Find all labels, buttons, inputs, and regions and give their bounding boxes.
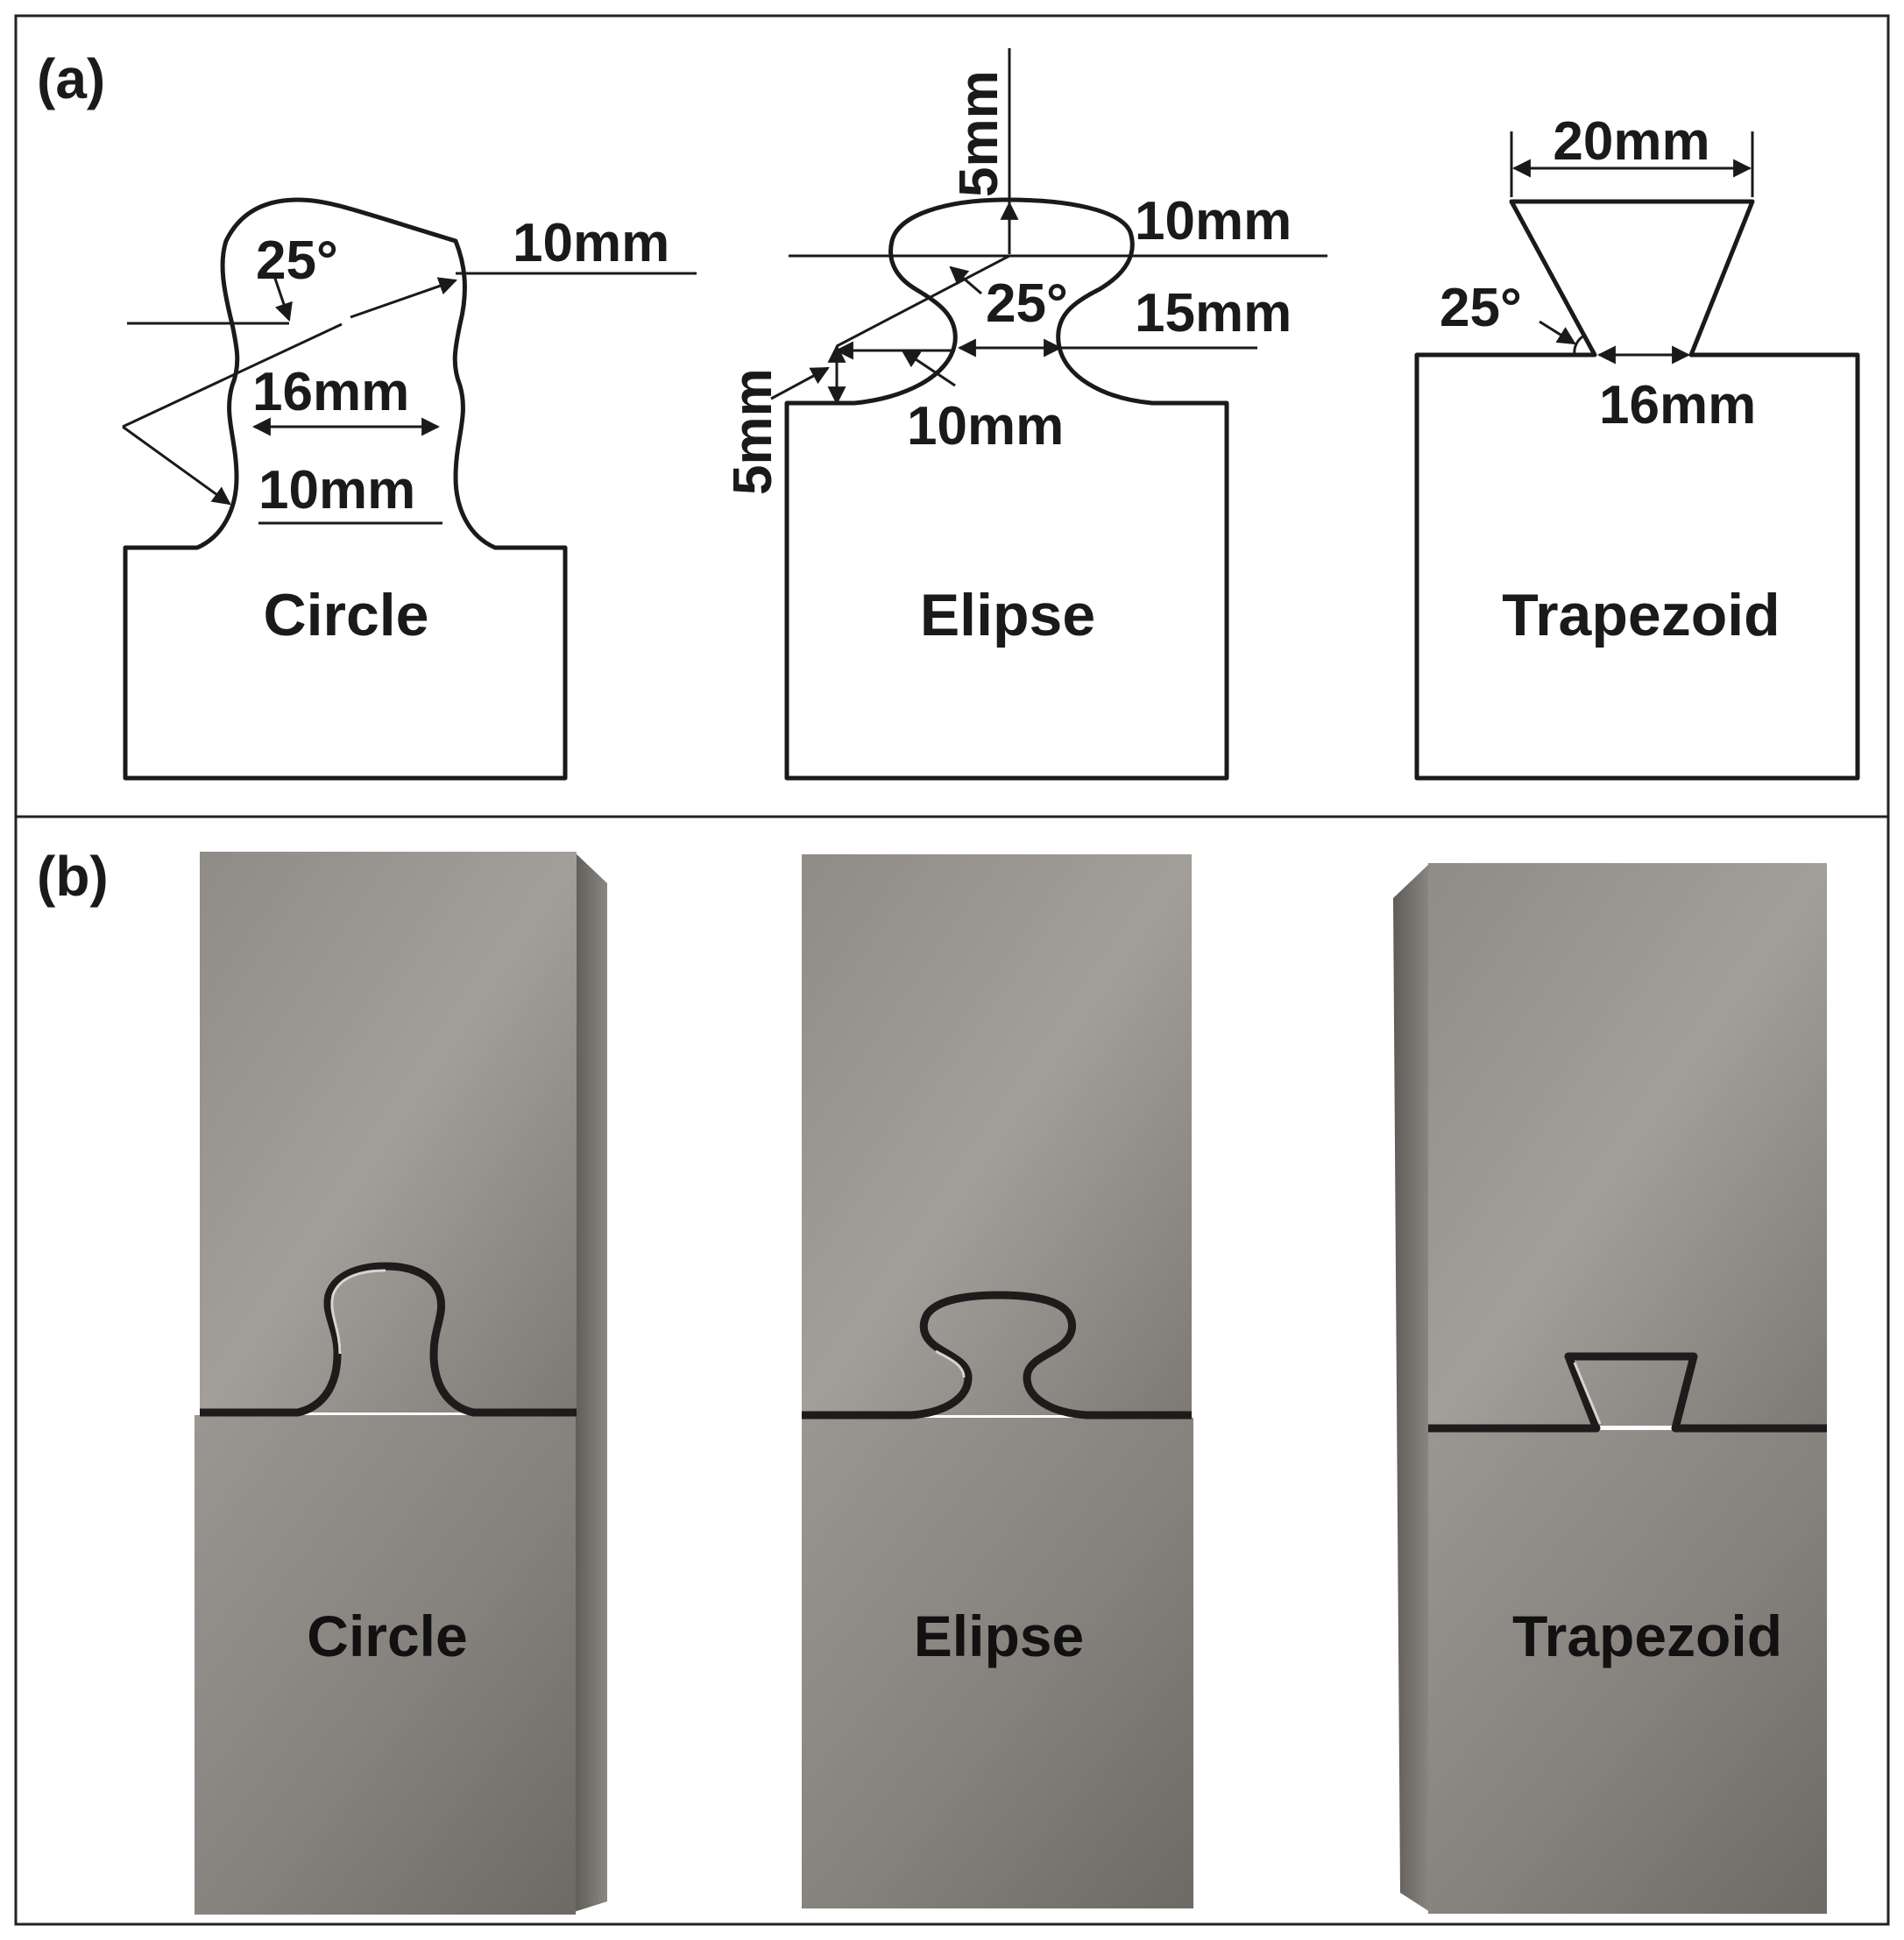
elipse-width-label: 10mm xyxy=(1135,191,1292,251)
trapezoid-base-label: 16mm xyxy=(1599,375,1756,435)
photo-trapezoid-side xyxy=(1393,863,1430,1912)
circle-radius-arrow xyxy=(350,277,457,319)
photo-circle: Circle xyxy=(195,852,607,1915)
photo-trapezoid-joint-highlight xyxy=(1573,1362,1602,1425)
photo-elipse-bottom-block xyxy=(802,1418,1193,1908)
trapezoid-top-label: 20mm xyxy=(1553,111,1709,172)
circle-outline xyxy=(123,197,568,781)
photo-elipse-label: Elipse xyxy=(914,1604,1084,1668)
circle-lower-radius-label: 10mm xyxy=(258,460,415,520)
elipse-neck-label: 15mm xyxy=(1135,283,1292,343)
elipse-angle-arrow xyxy=(949,266,982,295)
photo-elipse-top-block xyxy=(802,854,1192,1415)
trapezoid-name: Trapezoid xyxy=(1502,582,1780,648)
circle-name: Circle xyxy=(264,582,429,648)
photo-trapezoid-joint xyxy=(1428,1352,1827,1433)
photo-circle-label: Circle xyxy=(307,1604,467,1668)
elipse-left-label: 5mm xyxy=(723,368,783,495)
photo-circle-joint-highlight xyxy=(330,1269,386,1355)
elipse-top-label: 5mm xyxy=(949,70,1009,197)
photo-circle-side xyxy=(574,852,607,1912)
photo-circle-bottom-block xyxy=(195,1415,576,1915)
elipse-left-leader xyxy=(770,366,830,400)
trapezoid-diagram: 20mm 25° 16mm Trapezoid xyxy=(1414,111,1860,781)
photo-trapezoid-top-block xyxy=(1428,863,1827,1426)
photo-trapezoid: Trapezoid xyxy=(1393,863,1827,1914)
trapezoid-angle-arrow xyxy=(1539,320,1576,345)
figure-frame xyxy=(14,14,1890,1926)
photo-trapezoid-label: Trapezoid xyxy=(1512,1604,1782,1668)
photo-trapezoid-bottom-block xyxy=(1428,1430,1827,1914)
circle-lower-radius xyxy=(122,425,231,506)
trapezoid-angle-label: 25° xyxy=(1440,278,1522,338)
elipse-angle-line xyxy=(836,254,1010,348)
circle-angle-arrow xyxy=(272,273,293,322)
photo-circle-joint xyxy=(200,1262,577,1417)
photo-circle-top-block xyxy=(200,852,577,1413)
trapezoid-outline xyxy=(1414,199,1860,781)
panel-a-label: (a) xyxy=(37,47,105,110)
elipse-diagram: 5mm 10mm 25° 15mm 10mm 5mm Elipse xyxy=(723,48,1327,781)
elipse-lower-arrow xyxy=(901,349,956,387)
circle-angle-label: 25° xyxy=(256,230,338,291)
elipse-name: Elipse xyxy=(920,582,1095,648)
photo-elipse-joint xyxy=(802,1291,1192,1420)
elipse-lower-label: 10mm xyxy=(907,396,1064,457)
elipse-angle-label: 25° xyxy=(986,273,1068,334)
circle-radius-line xyxy=(122,322,343,428)
photo-elipse-joint-highlight xyxy=(935,1349,966,1378)
trapezoid-angle-arc xyxy=(1573,334,1585,356)
panel-b-label: (b) xyxy=(37,845,109,908)
circle-neck-label: 16mm xyxy=(252,362,409,422)
circle-diagram: 25° 10mm 16mm 10mm Circle xyxy=(122,197,697,781)
photo-elipse: Elipse xyxy=(802,854,1193,1908)
circle-radius-label: 10mm xyxy=(513,213,669,273)
